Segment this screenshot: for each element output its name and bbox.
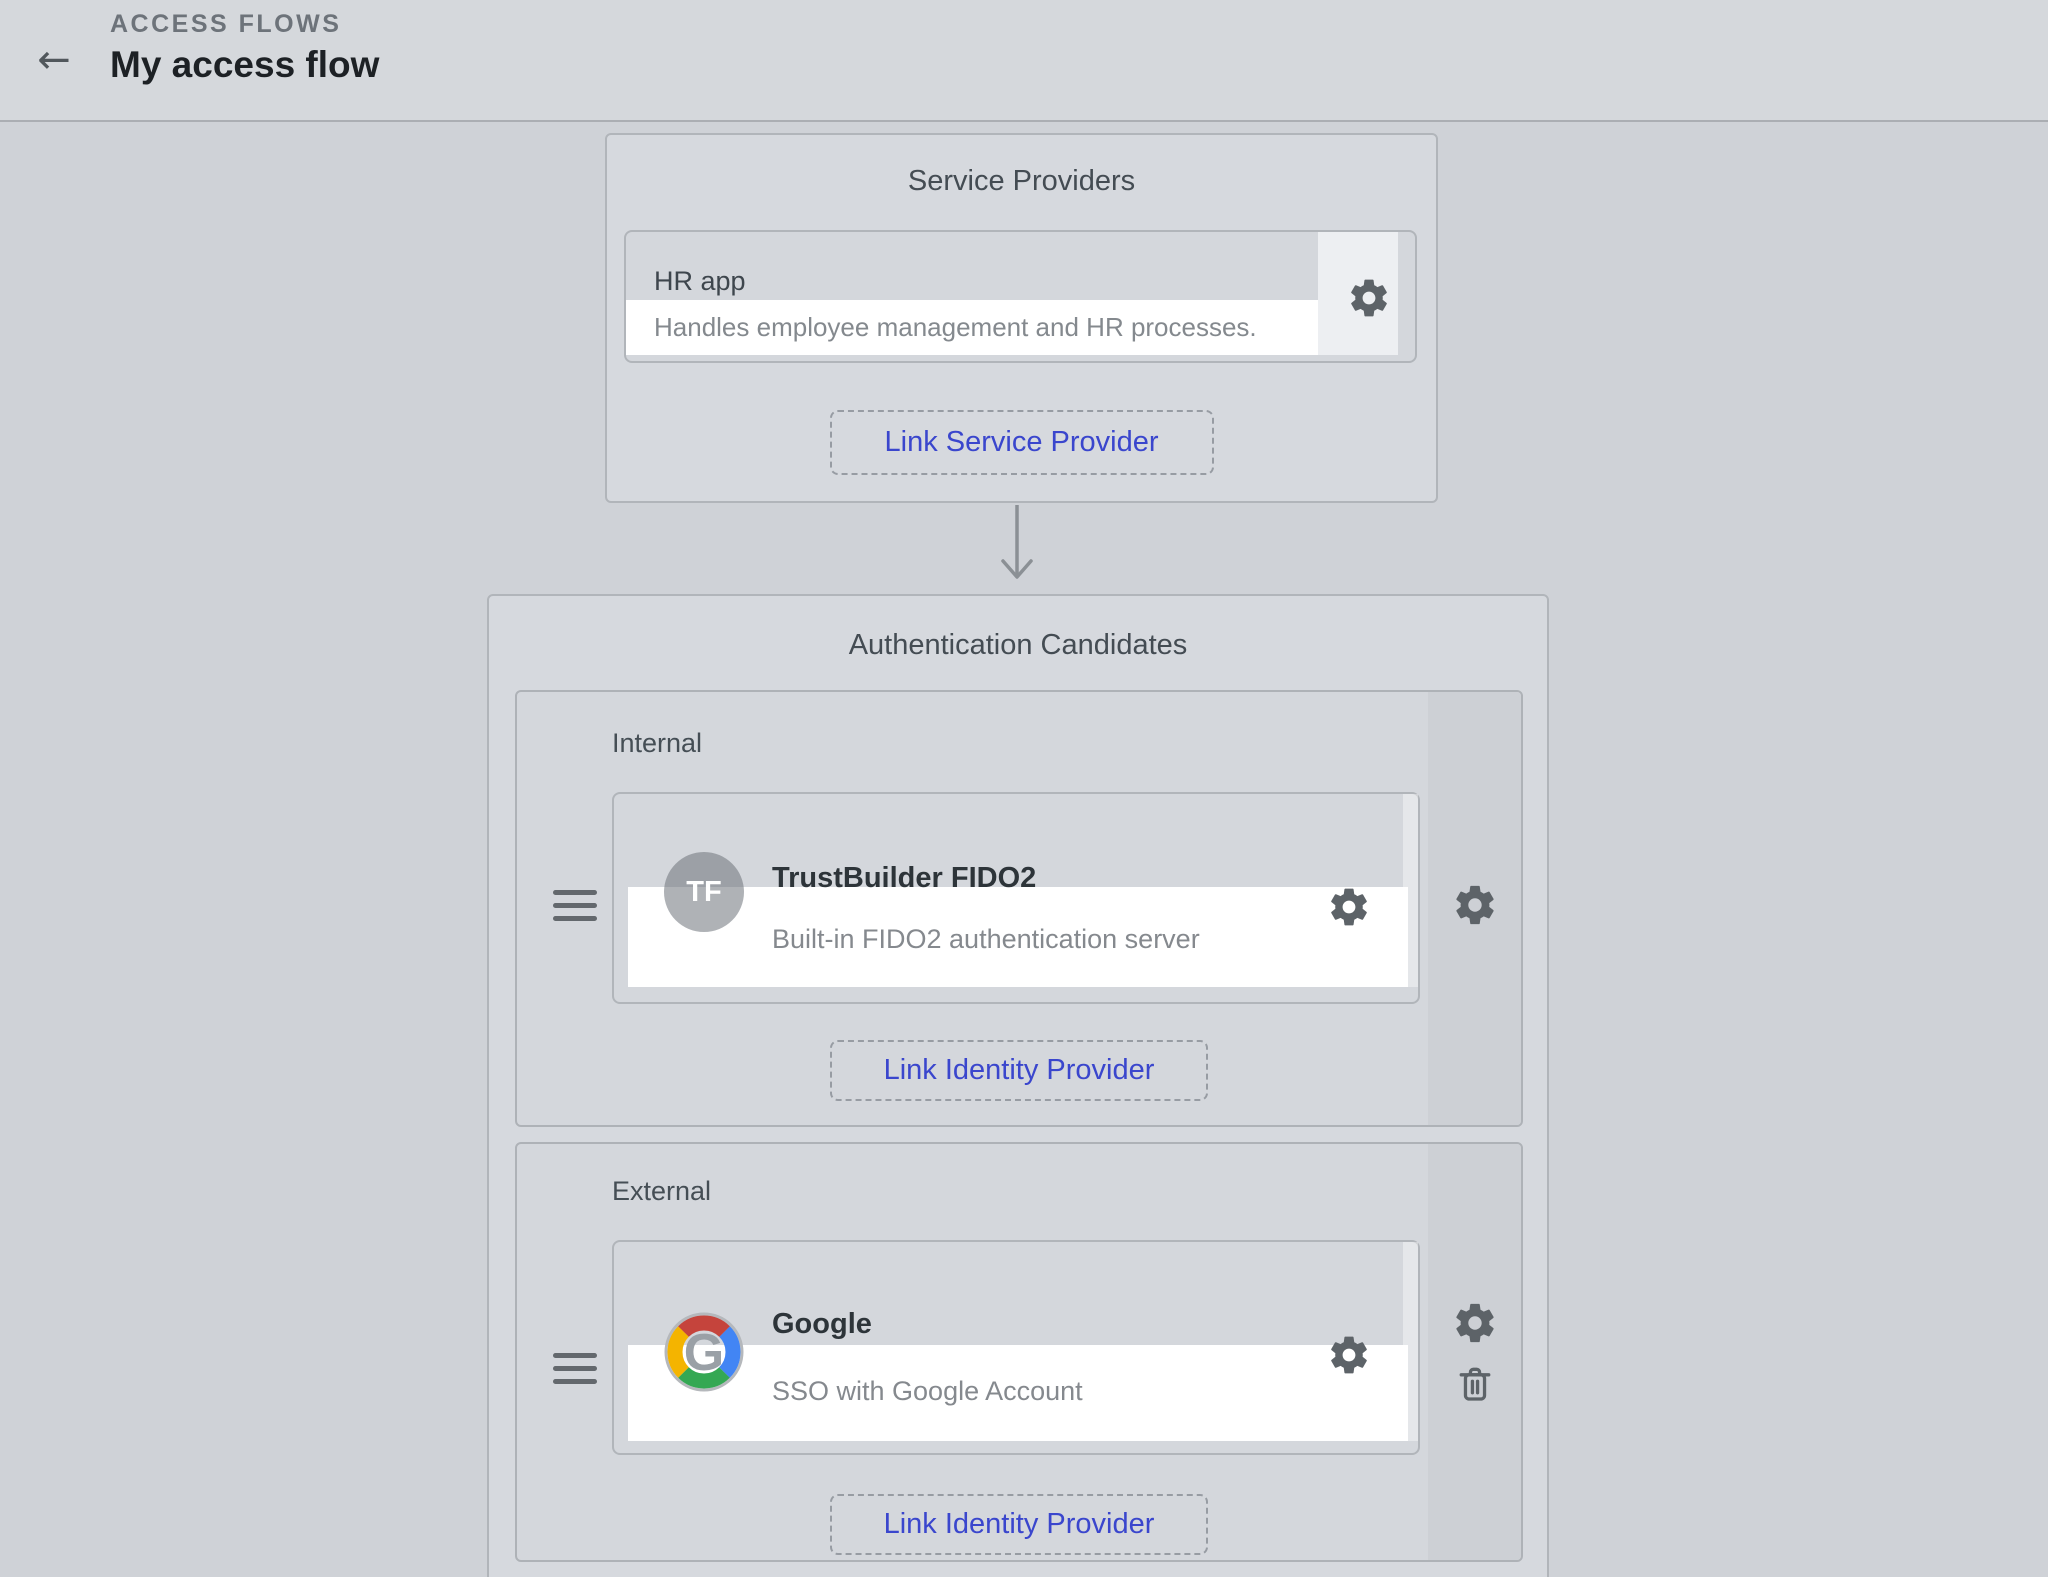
gear-icon — [1452, 885, 1498, 931]
link-identity-provider-button-external[interactable]: Link Identity Provider — [830, 1494, 1208, 1555]
trash-icon — [1453, 1367, 1497, 1409]
service-providers-panel: Service Providers HR app Handles employe… — [605, 133, 1438, 503]
page-header: ← ACCESS FLOWS My access flow — [0, 0, 2048, 122]
back-button[interactable]: ← — [26, 32, 82, 88]
identity-provider-description: SSO with Google Account — [772, 1376, 1083, 1406]
link-identity-provider-button-internal[interactable]: Link Identity Provider — [830, 1040, 1208, 1101]
card-edge-highlight — [1403, 1242, 1418, 1441]
google-settings-button[interactable] — [1327, 1333, 1371, 1377]
external-section: External G — [515, 1142, 1523, 1562]
identity-provider-card-google[interactable]: G Google SSO with Google Account — [612, 1240, 1420, 1455]
page-title: My access flow — [110, 44, 380, 85]
flow-connector-arrow — [999, 505, 1035, 594]
identity-provider-card-trustbuilder-fido2[interactable]: TF TrustBuilder FIDO2 Built-in FIDO2 aut… — [612, 792, 1420, 1004]
internal-actions-column — [1428, 692, 1521, 1125]
identity-provider-name: TrustBuilder FIDO2 — [772, 862, 1037, 894]
service-provider-name: HR app — [654, 266, 746, 296]
identity-provider-description: Built-in FIDO2 authentication server — [772, 924, 1200, 954]
service-provider-description: Handles employee management and HR proce… — [654, 312, 1257, 342]
internal-section-label: Internal — [612, 728, 703, 758]
hr-app-settings-button[interactable] — [1347, 276, 1391, 320]
trustbuilder-fido2-settings-button[interactable] — [1327, 885, 1371, 929]
trustbuilder-fido2-avatar: TF — [664, 852, 744, 932]
svg-text:G: G — [684, 1324, 724, 1382]
link-service-provider-button[interactable]: Link Service Provider — [829, 410, 1214, 475]
service-providers-title: Service Providers — [907, 165, 1136, 197]
gear-icon — [1327, 1336, 1371, 1380]
gear-icon — [1452, 1303, 1498, 1349]
external-actions-column — [1428, 1144, 1521, 1560]
card-highlight-strip — [626, 300, 1318, 355]
google-logo: G — [664, 1312, 744, 1392]
external-section-settings-button[interactable] — [1452, 1300, 1498, 1346]
internal-section: Internal TF TrustBuilder FIDO2 Built-in … — [515, 690, 1523, 1127]
authentication-candidates-panel: Authentication Candidates Internal TF — [487, 594, 1549, 1577]
card-highlight-strip — [628, 1345, 1408, 1441]
gear-icon — [1327, 888, 1371, 932]
drag-handle-icon — [553, 890, 597, 921]
gear-icon — [1347, 279, 1391, 323]
card-highlight-strip — [628, 887, 1408, 987]
service-provider-card-hr-app[interactable]: HR app Handles employee management and H… — [624, 230, 1417, 363]
breadcrumb: ACCESS FLOWS — [110, 10, 342, 38]
external-section-label: External — [612, 1176, 712, 1206]
authentication-candidates-title: Authentication Candidates — [848, 629, 1188, 661]
external-section-delete-button[interactable] — [1453, 1362, 1497, 1406]
identity-provider-name: Google — [772, 1308, 872, 1340]
internal-drag-handle[interactable] — [553, 890, 597, 921]
drag-handle-icon — [553, 1353, 597, 1384]
external-drag-handle[interactable] — [553, 1353, 597, 1384]
internal-section-settings-button[interactable] — [1452, 882, 1498, 928]
card-edge-highlight — [1403, 794, 1418, 987]
